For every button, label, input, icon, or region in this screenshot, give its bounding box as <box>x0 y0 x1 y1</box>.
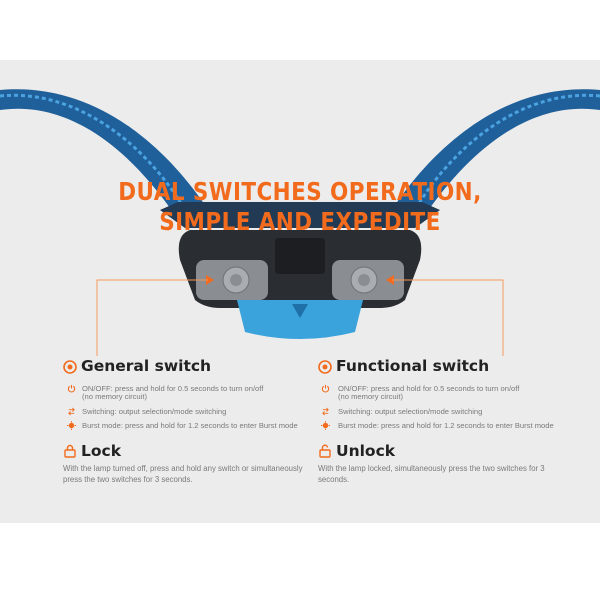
functional-switch-graphic <box>332 260 404 300</box>
general-burst-text: Burst mode: press and hold for 1.2 secon… <box>82 421 298 430</box>
headband-strap <box>0 89 600 215</box>
functional-burst-text: Burst mode: press and hold for 1.2 secon… <box>338 421 554 430</box>
power-icon <box>67 384 76 393</box>
callout-lines <box>96 279 504 356</box>
switch-arrows-icon <box>322 407 329 416</box>
general-switch-title: General switch <box>81 357 212 375</box>
switch-arrows-icon <box>68 407 75 416</box>
unlock-icon <box>319 444 331 458</box>
lamp-mount <box>160 202 440 228</box>
lock-text: With the lamp turned off, press and hold… <box>63 464 303 484</box>
functional-switching-text: Switching: output selection/mode switchi… <box>338 407 483 416</box>
target-icon <box>318 360 332 374</box>
unlock-title: Unlock <box>336 442 396 460</box>
brand-logo-icon <box>292 304 308 318</box>
product-panel: DUAL SWITCHES OPERATION, SIMPLE AND EXPE… <box>0 60 600 523</box>
lock-title: Lock <box>81 442 122 460</box>
functional-switch-title: Functional switch <box>336 357 490 375</box>
headlamp-illustration <box>0 89 600 356</box>
headline-line-2: SIMPLE AND EXPEDITE <box>159 207 441 236</box>
unlock-text: With the lamp locked, simultaneously pre… <box>318 464 545 484</box>
general-onoff-text: ON/OFF: press and hold for 0.5 seconds t… <box>82 384 264 393</box>
general-switch-graphic <box>196 260 268 300</box>
target-icon <box>63 360 77 374</box>
general-switching-text: Switching: output selection/mode switchi… <box>82 407 227 416</box>
lock-icon <box>64 444 76 458</box>
power-icon <box>321 384 330 393</box>
burst-icon <box>321 421 330 430</box>
functional-onoff-subtext: (no memory circuit) <box>338 392 403 401</box>
lamp-lens-housing <box>237 300 363 339</box>
headline-line-1: DUAL SWITCHES OPERATION, <box>118 177 482 206</box>
burst-icon <box>67 421 76 430</box>
functional-onoff-text: ON/OFF: press and hold for 0.5 seconds t… <box>338 384 520 393</box>
general-onoff-subtext: (no memory circuit) <box>82 392 147 401</box>
